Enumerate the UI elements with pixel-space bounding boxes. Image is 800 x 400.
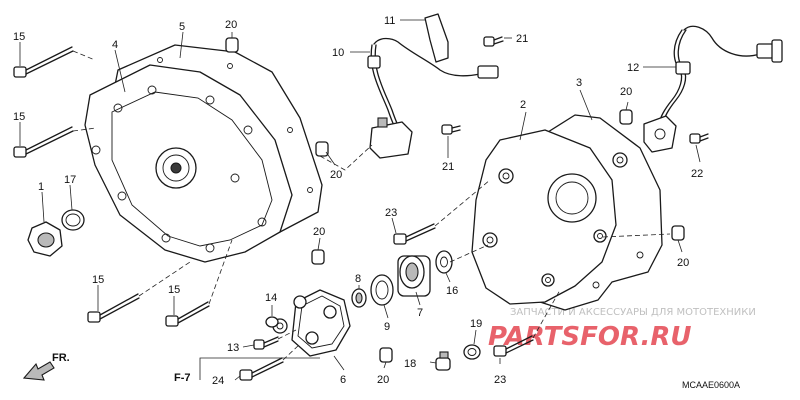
callout-11: 11: [384, 15, 395, 27]
callout-10: 10: [332, 47, 344, 59]
callout-19: 19: [470, 318, 482, 330]
watermark-text: ЗАПЧАСТИ И АКСЕССУАРЫ ДЛЯ МОТОТЕХНИКИ: [510, 307, 756, 318]
sensor-holder: [272, 289, 351, 357]
page-reference: F-7: [174, 372, 191, 384]
bearings-and-seals: [27, 209, 453, 308]
leader-lines: [19, 19, 701, 381]
watermark: ЗАПЧАСТИ И АКСЕССУАРЫ ДЛЯ МОТОТЕХНИКИ PA…: [488, 307, 756, 352]
callout-15-b: 15: [13, 111, 25, 123]
front-arrow-icon: [22, 361, 55, 381]
callout-20-e: 20: [677, 257, 689, 269]
callout-12: 12: [627, 62, 639, 74]
callout-2: 2: [520, 99, 526, 111]
callout-18: 18: [404, 358, 416, 370]
callout-9: 9: [384, 321, 390, 333]
bolts: [13, 36, 709, 381]
callout-15-c: 15: [92, 274, 104, 286]
diagram-code: MCAAE0600A: [682, 380, 740, 390]
callout-20-c: 20: [313, 226, 325, 238]
callout-5: 5: [179, 21, 185, 33]
callout-23-b: 23: [494, 374, 506, 386]
callout-16: 16: [446, 285, 458, 297]
callout-24: 24: [212, 375, 224, 387]
callout-23-a: 23: [385, 207, 397, 219]
front-direction-marker: FR.: [22, 352, 70, 381]
callout-7: 7: [417, 307, 423, 319]
callout-6: 6: [340, 374, 346, 386]
callout-labels: 1 2 3 4 5 6 7 8 9 10 11 12 13 14 15 15 1…: [13, 15, 703, 387]
callout-20-b: 20: [330, 169, 342, 181]
callout-15-d: 15: [168, 284, 180, 296]
cover-assembly-right: [471, 114, 663, 311]
callout-14: 14: [265, 292, 277, 304]
callout-22: 22: [691, 168, 703, 180]
front-direction-label: FR.: [52, 352, 70, 364]
callout-8: 8: [355, 273, 361, 285]
watermark-logo: PARTSFOR.RU: [488, 322, 691, 352]
callout-21-b: 21: [442, 161, 454, 173]
callout-20-f: 20: [377, 374, 389, 386]
callout-20-a: 20: [225, 19, 237, 31]
cover-assembly-left: [84, 44, 323, 263]
speed-sensor-cable: [367, 13, 499, 159]
callout-20-d: 20: [620, 86, 632, 98]
callout-1: 1: [38, 181, 44, 193]
callout-15-a: 15: [13, 31, 25, 43]
callout-13: 13: [227, 342, 239, 354]
callout-17: 17: [64, 174, 76, 186]
callout-3: 3: [576, 77, 582, 89]
callout-21-a: 21: [516, 33, 528, 45]
callout-4: 4: [112, 39, 118, 51]
angle-sensor-cable: [643, 25, 783, 153]
